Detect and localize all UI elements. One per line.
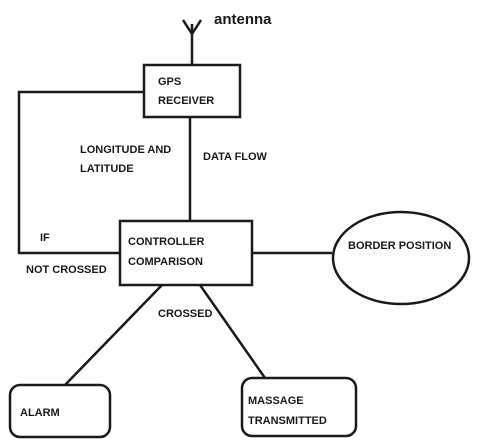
antenna-icon <box>181 19 203 66</box>
massage-transmitted-node: MASSAGE TRANSMITTED <box>240 376 358 438</box>
longitude-latitude-label-line2: LATITUDE <box>80 163 134 175</box>
massage-transmitted-line2: TRANSMITTED <box>248 415 327 427</box>
connector-lines <box>17 90 332 386</box>
longitude-latitude-label-line1: LONGITUDE AND <box>80 144 171 156</box>
controller-line2: COMPARISON <box>128 256 203 268</box>
gps-receiver-node: GPS RECEIVER <box>142 63 242 119</box>
gps-receiver-line1: GPS <box>158 76 181 88</box>
alarm-node: ALARM <box>8 383 112 439</box>
data-flow-label: DATA FLOW <box>203 151 268 163</box>
border-position-node: BORDER POSITION <box>331 210 471 306</box>
gps-receiver-line2: RECEIVER <box>158 95 214 107</box>
antenna-label: antenna <box>214 11 272 28</box>
alarm-label: ALARM <box>20 407 60 419</box>
border-position-label: BORDER POSITION <box>348 240 451 252</box>
massage-transmitted-line1: MASSAGE <box>248 395 304 407</box>
controller-line1: CONTROLLER <box>128 236 204 248</box>
controller-node: CONTROLLER COMPARISON <box>118 219 254 287</box>
not-crossed-label: NOT CROSSED <box>26 264 107 276</box>
if-label: IF <box>40 232 50 244</box>
crossed-label: CROSSED <box>158 308 212 320</box>
